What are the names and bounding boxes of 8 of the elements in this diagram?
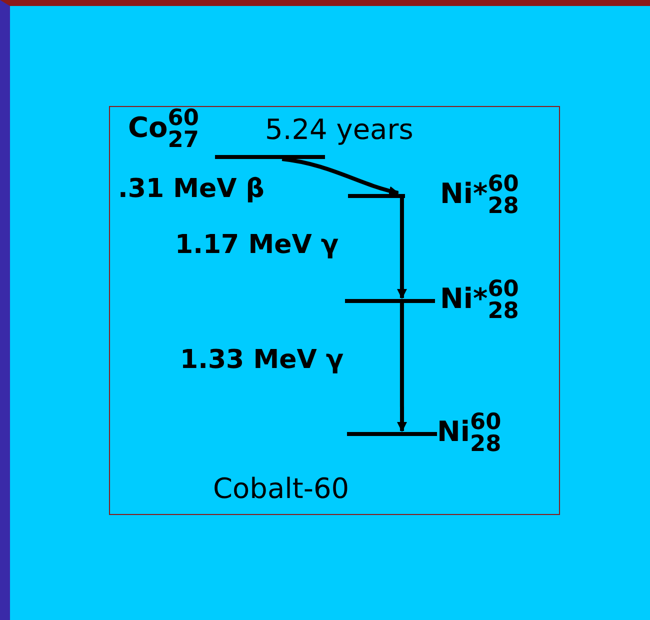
decay-arrow [397, 303, 407, 432]
half-life-label: 5.24 years [265, 113, 414, 146]
edge-label: .31 MeV β [118, 174, 264, 204]
edge-label: 1.17 MeV γ [175, 230, 339, 260]
caption: Cobalt-60 [213, 472, 350, 505]
decay-arrow [282, 157, 400, 196]
edge-label: 1.33 MeV γ [180, 345, 344, 375]
decay-arrow [396, 198, 407, 299]
